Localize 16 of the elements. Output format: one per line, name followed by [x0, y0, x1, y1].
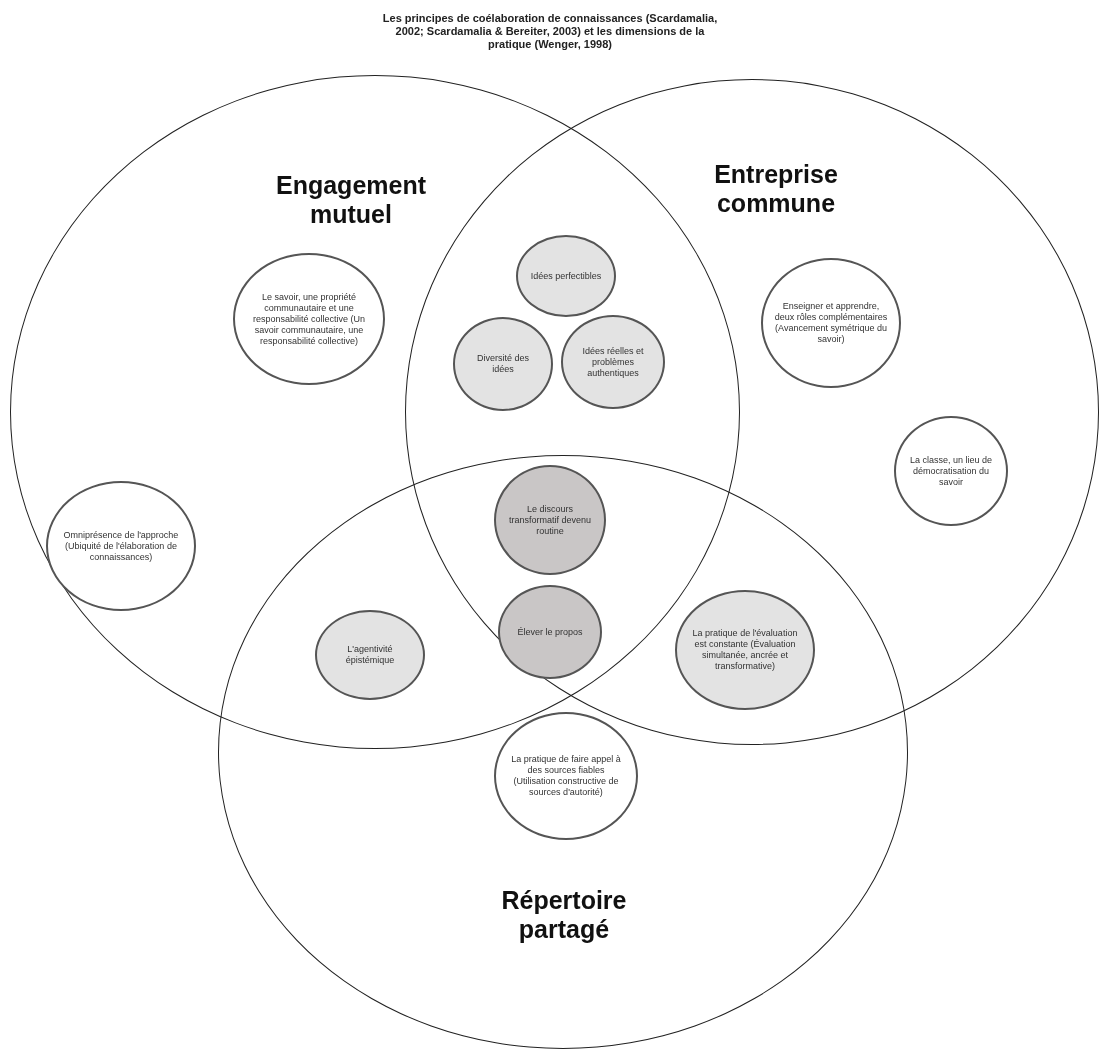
concept-text: La pratique de l'évaluation est constante (Évaluation simultanée, ancrée et transformative)	[691, 628, 799, 672]
circle-heading: Répertoire partagé	[500, 886, 628, 944]
concept-text: Enseigner et apprendre, deux rôles complémentaires (Avancement symétrique du savoir)	[773, 301, 889, 345]
circle-heading: Engagement mutuel	[275, 171, 427, 229]
concept-text: Élever le propos	[516, 626, 584, 638]
diagram-title: Les principes de coélaboration de connaissances (Scardamalia, 2002; Scardamalia & Bereiter, 2003) et les dimensions de la pratique (Wenger, 1998)	[381, 12, 719, 51]
concept-text: Omniprésence de l'approche (Ubiquité de l'élaboration de connaissances)	[62, 529, 180, 563]
concept-text: La classe, un lieu de démocratisation du savoir	[908, 454, 994, 488]
concept-text: L'agentivité épistémique	[344, 644, 396, 666]
concept-text: Le discours transformatif devenu routine	[507, 503, 592, 537]
concept-text: Le savoir, une propriété communautaire et une responsabilité collective (Un savoir communautaire, une responsabilité collective)	[251, 291, 367, 347]
concept-text: Idées perfectibles	[529, 270, 603, 282]
concept-text: Idées réelles et problèmes authentiques	[581, 345, 645, 379]
circle-heading: Entreprise commune	[713, 160, 839, 218]
concept-text: La pratique de faire appel à des sources fiables (Utilisation constructive de sources d'autorité)	[510, 754, 622, 798]
concept-text: Diversité des idées	[476, 353, 530, 375]
